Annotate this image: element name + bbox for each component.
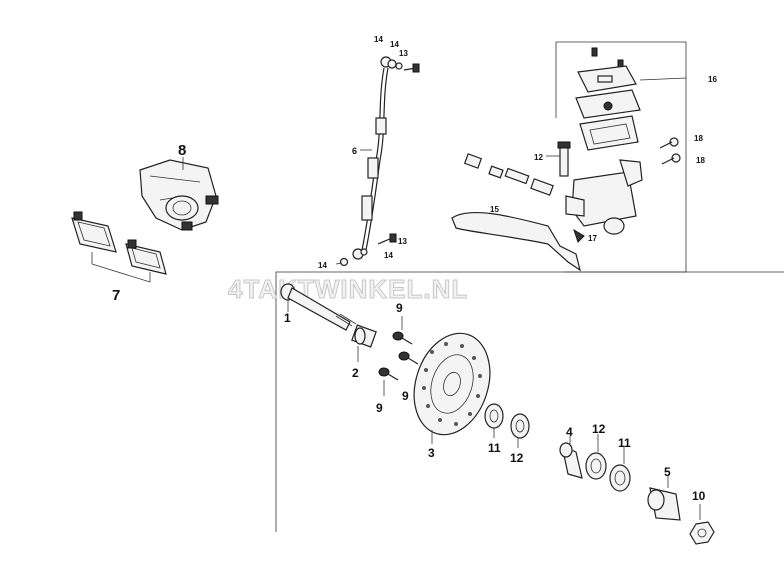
collar: [351, 324, 377, 362]
label-part-11-right: 11: [618, 436, 631, 450]
label-part-4: 4: [566, 425, 573, 439]
label-part-16: 16: [708, 75, 717, 84]
label-part-3: 3: [428, 446, 435, 460]
label-part-18-top: 18: [694, 134, 703, 143]
disc-bolts: [378, 316, 419, 396]
label-part-13-bottom: 13: [398, 237, 407, 246]
brake-pads: [71, 211, 167, 283]
label-part-2: 2: [352, 366, 359, 380]
label-part-14-b: 14: [390, 40, 399, 49]
label-part-12-right: 12: [592, 422, 606, 436]
label-part-14-a: 14: [374, 35, 383, 44]
brake-caliper: [139, 157, 219, 231]
label-part-6: 6: [352, 146, 357, 156]
side-collar: [647, 476, 681, 521]
label-part-18-bottom: 18: [696, 156, 705, 165]
label-part-15: 15: [490, 205, 499, 214]
label-part-14-c: 14: [384, 251, 393, 260]
label-part-17: 17: [588, 234, 597, 243]
label-part-12-top: 12: [534, 153, 543, 162]
brake-disc: [413, 332, 491, 444]
label-part-9-top: 9: [396, 301, 403, 315]
watermark-text: 4TAKTWINKEL.NL: [228, 274, 468, 304]
label-part-5: 5: [664, 465, 671, 479]
axle-nut: [689, 504, 715, 545]
label-part-9-left: 9: [376, 401, 383, 415]
label-part-11-left: 11: [488, 441, 501, 455]
section-frames: [275, 41, 784, 532]
master-cylinder-assembly: [451, 47, 687, 272]
label-part-14-d: 14: [318, 261, 327, 270]
label-part-13-top: 13: [399, 49, 408, 58]
label-part-9-right: 9: [402, 389, 409, 403]
label-part-7: 7: [112, 287, 120, 304]
label-part-8: 8: [178, 142, 186, 159]
part-labels: 1 2 3 4 5 6 7 8 9 9 9 10 11 11 12 12 12 …: [112, 35, 717, 503]
bearings-spacers: [484, 403, 631, 492]
front-axle: [280, 283, 357, 331]
label-part-10: 10: [692, 489, 706, 503]
brake-hose: [335, 56, 420, 267]
label-part-12-left: 12: [510, 451, 524, 465]
label-part-1: 1: [284, 311, 291, 325]
